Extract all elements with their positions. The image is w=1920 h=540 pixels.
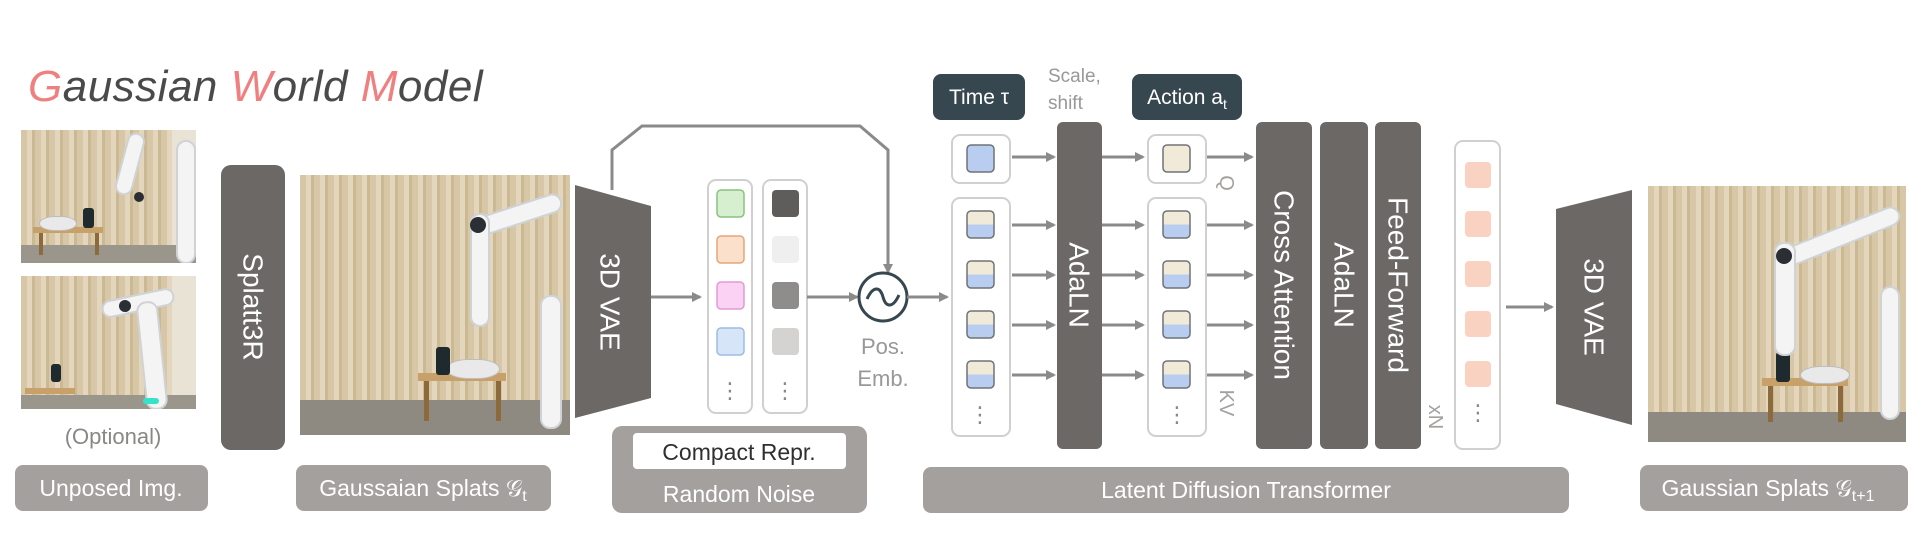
- svg-text:Time τ: Time τ: [949, 86, 1010, 109]
- svg-text:⋮: ⋮: [774, 379, 796, 404]
- adaln-to-tokens-arrows: [1102, 152, 1145, 380]
- pos-emb-label-1: Pos.: [861, 334, 905, 359]
- input-image-bottom: [21, 276, 196, 409]
- svg-text:⋮: ⋮: [719, 379, 741, 404]
- time-token: [951, 134, 1011, 184]
- adaln-block-2: AdaLN: [1320, 122, 1368, 449]
- vae-encoder: 3D VAE: [575, 185, 651, 418]
- splatt3r-block: Splatt3R: [221, 165, 285, 450]
- compact-noise-label: Compact Repr. Random Noise: [612, 426, 867, 513]
- ldt-label: Latent Diffusion Transformer: [923, 467, 1569, 513]
- svg-text:Compact Repr.: Compact Repr.: [662, 439, 815, 465]
- noisy-tokens-column: ⋮: [951, 197, 1011, 437]
- q-label: Q: [1215, 175, 1237, 191]
- skip-connection-arrow: [610, 124, 893, 274]
- input-image-top: [21, 130, 196, 263]
- svg-text:AdaLN: AdaLN: [1329, 242, 1360, 328]
- gaussian-splats-t1-label: Gaussian Splats 𝒢t+1: [1640, 465, 1908, 511]
- repeat-xn-label: xN: [1424, 405, 1446, 429]
- action-chip: Action at: [1132, 74, 1242, 120]
- adaln-block-1: AdaLN: [1057, 122, 1102, 449]
- vae-decoder: 3D VAE: [1556, 190, 1632, 425]
- svg-text:Random Noise: Random Noise: [663, 481, 815, 507]
- pos-emb-circle: [857, 271, 909, 323]
- cross-attention-block: Cross Attention: [1256, 122, 1312, 449]
- svg-text:Gaussian Splats 𝒢t+1: Gaussian Splats 𝒢t+1: [1662, 475, 1875, 505]
- feed-forward-block: Feed-Forward: [1375, 122, 1421, 449]
- tokens-to-adaln-arrows: [1012, 220, 1056, 380]
- svg-text:3D VAE: 3D VAE: [1579, 258, 1610, 356]
- svg-text:Latent Diffusion Transformer: Latent Diffusion Transformer: [1101, 477, 1391, 503]
- svg-text:Splatt3R: Splatt3R: [238, 253, 269, 360]
- svg-text:Feed-Forward: Feed-Forward: [1383, 197, 1414, 373]
- svg-text:⋮: ⋮: [1166, 403, 1188, 428]
- kv-arrows: [1207, 220, 1254, 380]
- svg-text:3D VAE: 3D VAE: [595, 253, 626, 351]
- time-chip: Time τ: [933, 74, 1025, 120]
- svg-text:Cross Attention: Cross Attention: [1269, 190, 1300, 380]
- scale-shift-label-1: Scale,: [1048, 66, 1101, 87]
- svg-text:AdaLN: AdaLN: [1064, 242, 1095, 328]
- kv-label: KV: [1215, 390, 1237, 417]
- gaussian-splats-t1-render: [1648, 186, 1906, 442]
- diagram-title: Gaussian World Model: [28, 62, 484, 111]
- latent-noise-column: ⋮: [762, 179, 808, 414]
- svg-text:Unposed Img.: Unposed Img.: [39, 475, 182, 501]
- conditioned-tokens-column: ⋮: [1147, 197, 1207, 437]
- pos-emb-label-2: Emb.: [857, 366, 908, 391]
- gaussian-splats-t-render: [300, 175, 570, 435]
- svg-text:Action at: Action at: [1147, 86, 1227, 112]
- latent-compact-column: ⋮: [707, 179, 753, 414]
- optional-label: (Optional): [65, 424, 162, 449]
- gaussian-splats-t-label: Gaussaian Splats 𝒢t: [296, 465, 551, 511]
- svg-text:⋮: ⋮: [1467, 401, 1489, 426]
- output-tokens-column: ⋮: [1454, 140, 1501, 450]
- svg-text:⋮: ⋮: [969, 403, 991, 428]
- svg-text:Gaussaian Splats 𝒢t: Gaussaian Splats 𝒢t: [319, 475, 527, 505]
- unposed-images-label: Unposed Img.: [15, 465, 208, 511]
- action-token: [1147, 134, 1207, 184]
- scale-shift-label-2: shift: [1048, 93, 1084, 114]
